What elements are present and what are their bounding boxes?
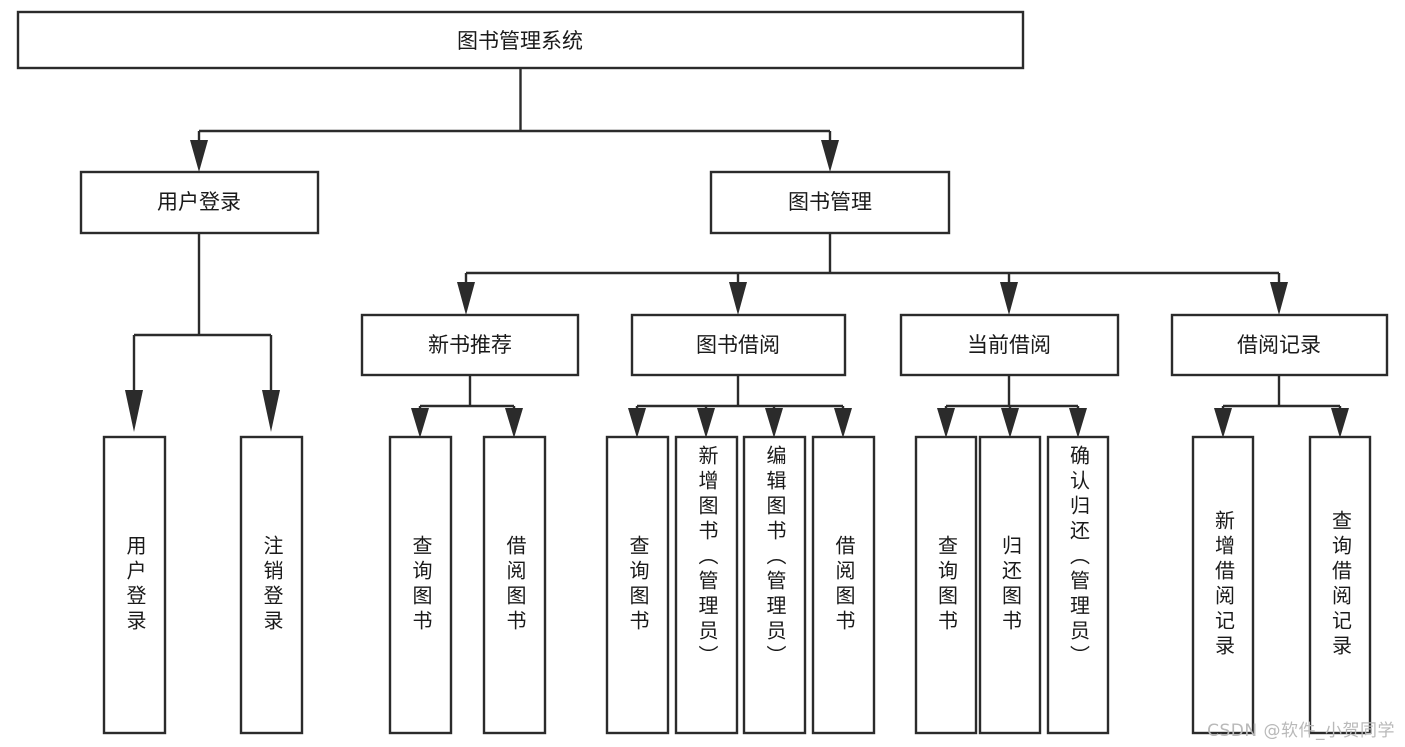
node-leaf-query-book-2-box[interactable] xyxy=(605,435,670,735)
arrowhead-to-leaf-user-login xyxy=(125,390,143,432)
node-leaf-add-book-box[interactable] xyxy=(674,435,739,735)
node-leaf-add-record-box[interactable] xyxy=(1191,435,1255,735)
arrowhead-to-leaf-edit-book xyxy=(765,408,783,438)
node-title-box[interactable] xyxy=(16,10,1025,70)
arrowhead-to-book-borrow xyxy=(729,282,747,315)
node-leaf-query-book-3-box[interactable] xyxy=(914,435,978,735)
node-new-book-recommend-box[interactable] xyxy=(360,313,580,377)
node-book-management-label: 图书管理 xyxy=(788,190,872,214)
node-user-login-box[interactable] xyxy=(79,170,320,235)
arrowhead-to-leaf-logout xyxy=(262,390,280,432)
node-leaf-user-login-box[interactable] xyxy=(102,435,167,735)
node-new-book-recommend-label: 新书推荐 xyxy=(428,333,512,357)
node-borrow-record-box[interactable] xyxy=(1170,313,1389,377)
node-leaf-query-record-box[interactable] xyxy=(1308,435,1372,735)
node-book-borrow-label: 图书借阅 xyxy=(696,333,780,357)
arrowhead-to-leaf-add-book xyxy=(697,408,715,438)
node-leaf-confirm-return-box[interactable] xyxy=(1046,435,1110,735)
arrowhead-to-user-login xyxy=(190,140,208,172)
node-leaf-edit-book-box[interactable] xyxy=(742,435,807,735)
arrowhead-to-leaf-query-book-2 xyxy=(628,408,646,438)
node-current-borrow-label: 当前借阅 xyxy=(967,333,1051,357)
node-current-borrow-box[interactable] xyxy=(899,313,1120,377)
node-book-borrow-box[interactable] xyxy=(630,313,847,377)
node-title-label: 图书管理系统 xyxy=(457,29,583,53)
node-leaf-logout-box[interactable] xyxy=(239,435,304,735)
arrow-head-layer xyxy=(125,140,1349,438)
arrowhead-to-leaf-confirm-return xyxy=(1069,408,1087,438)
horizontal-label-layer: 图书管理系统 用户登录 图书管理 新书推荐 图书借阅 当前借阅 借阅记录 xyxy=(157,29,1321,357)
arrowhead-to-leaf-query-book-3 xyxy=(937,408,955,438)
arrowhead-to-new-book-recommend xyxy=(457,282,475,315)
node-book-management-box[interactable] xyxy=(709,170,951,235)
arrowhead-to-book-management xyxy=(821,140,839,172)
csdn-watermark: CSDN @软件_小贺同学 xyxy=(1207,721,1395,741)
node-leaf-borrow-book-2-box[interactable] xyxy=(811,435,876,735)
node-box-layer xyxy=(16,10,1389,735)
arrowhead-to-leaf-borrow-book-1 xyxy=(505,408,523,438)
node-leaf-borrow-book-1-box[interactable] xyxy=(482,435,547,735)
node-leaf-query-book-1-box[interactable] xyxy=(388,435,453,735)
arrowhead-to-leaf-query-record xyxy=(1331,408,1349,438)
arrowhead-to-leaf-return-book xyxy=(1001,408,1019,438)
arrowhead-to-leaf-add-record xyxy=(1214,408,1232,438)
node-leaf-return-book-box[interactable] xyxy=(978,435,1042,735)
arrowhead-to-current-borrow xyxy=(1000,282,1018,315)
arrowhead-to-borrow-record xyxy=(1270,282,1288,315)
node-user-login-label: 用户登录 xyxy=(157,190,241,214)
arrowhead-to-leaf-query-book-1 xyxy=(411,408,429,438)
node-borrow-record-label: 借阅记录 xyxy=(1237,333,1321,357)
arrowhead-to-leaf-borrow-book-2 xyxy=(834,408,852,438)
